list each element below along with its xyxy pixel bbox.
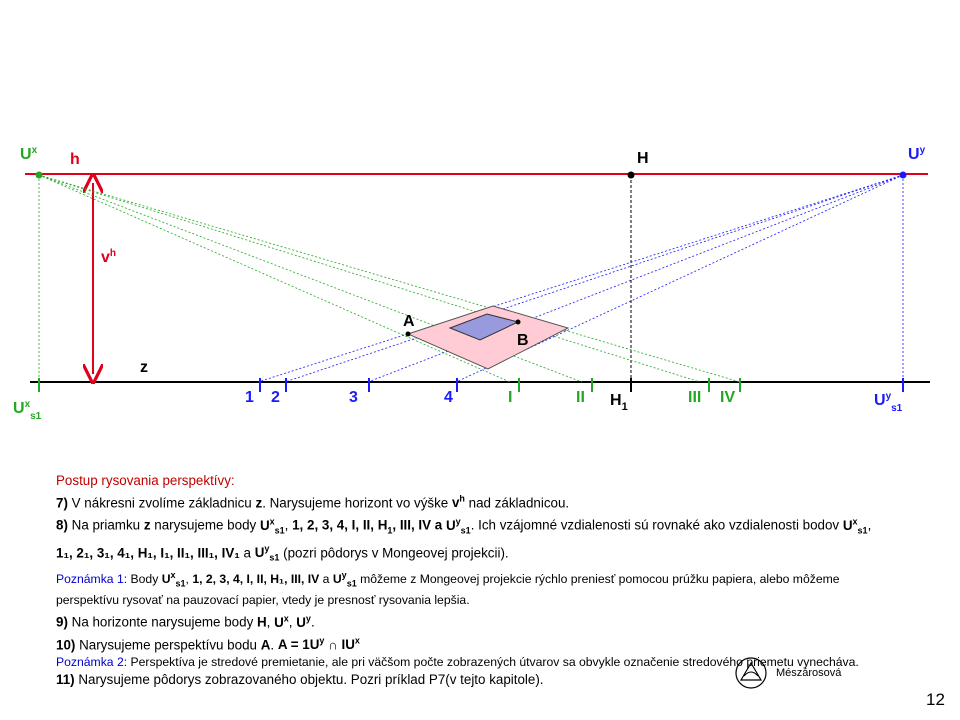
A-label: A bbox=[403, 313, 415, 330]
label-3: 3 bbox=[349, 389, 358, 406]
perspective-diagram: Ux Uy h H vh A B z Uxs1 Uys1 H1 1 2 3 4 … bbox=[13, 145, 930, 422]
H-label: H bbox=[637, 150, 649, 167]
page-number: 12 bbox=[926, 690, 945, 709]
green-rays bbox=[38, 174, 741, 383]
H1-label: H1 bbox=[610, 392, 628, 413]
blue-rays bbox=[257, 174, 904, 383]
author-name: Mészárosová bbox=[776, 667, 842, 679]
ux-label: Ux bbox=[20, 145, 38, 163]
label-II: II bbox=[576, 389, 585, 406]
uy-label: Uy bbox=[908, 145, 926, 163]
author-logo-icon bbox=[735, 657, 767, 689]
ground-quad bbox=[406, 305, 570, 370]
label-I: I bbox=[508, 389, 512, 406]
heading: Postup rysovania perspektívy: bbox=[56, 473, 235, 488]
a-point bbox=[405, 331, 411, 337]
step-9: 9) Na horizonte narysujeme body H, Ux, U… bbox=[56, 613, 315, 630]
z-label: z bbox=[140, 359, 148, 376]
b-point bbox=[515, 319, 521, 325]
label-1: 1 bbox=[245, 389, 254, 406]
label-4: 4 bbox=[444, 389, 453, 406]
description-text: Postup rysovania perspektívy: 7) V nákre… bbox=[56, 472, 886, 689]
step-11: 11) Narysujeme pôdorys zobrazovaného obj… bbox=[56, 672, 544, 688]
label-2: 2 bbox=[271, 389, 280, 406]
h-point bbox=[627, 171, 635, 179]
note-1: Poznámka 1: Body Uxs1, 1, 2, 3, 4, I, II… bbox=[56, 569, 840, 608]
vh-label: vh bbox=[101, 248, 116, 266]
author-signature: Mészárosová bbox=[734, 656, 841, 690]
ux-point bbox=[35, 171, 43, 179]
uys1-label: Uys1 bbox=[874, 391, 903, 414]
step-10: 10) Narysujeme perspektívu bodu A. A = 1… bbox=[56, 635, 360, 653]
B-label: B bbox=[517, 332, 529, 349]
h-label: h bbox=[70, 151, 80, 168]
green-ticks bbox=[38, 378, 741, 392]
label-III: III bbox=[688, 389, 701, 406]
blue-ticks bbox=[259, 378, 458, 392]
note-2: Poznámka 2: Perspektíva je stredové prem… bbox=[56, 655, 859, 670]
step-8: 8) Na priamku z narysujeme body Uxs1, 1,… bbox=[56, 516, 872, 563]
uy-point bbox=[899, 171, 907, 179]
label-IV: IV bbox=[720, 389, 735, 406]
uxs1-label: Uxs1 bbox=[13, 399, 42, 422]
step-7: 7) V nákresni zvolíme základnicu z. Nary… bbox=[56, 494, 570, 511]
